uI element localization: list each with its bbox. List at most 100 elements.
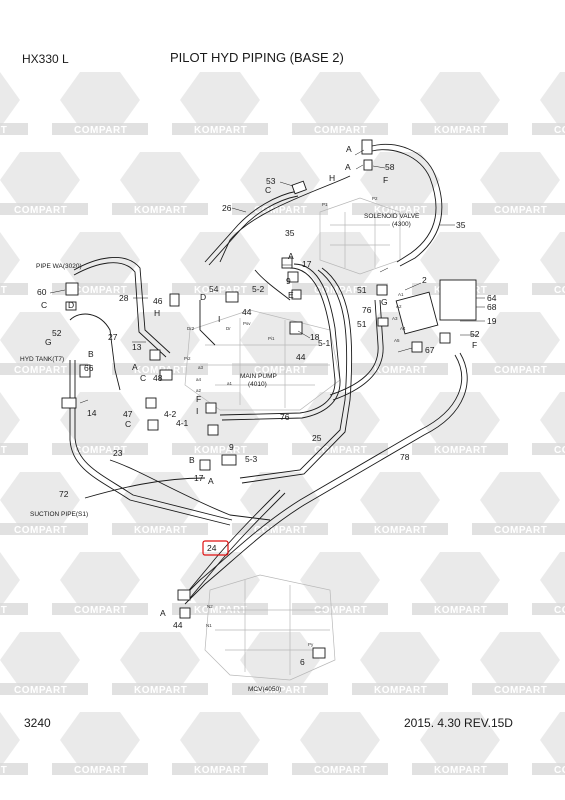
part-callout-48[interactable]: 48 <box>153 373 163 383</box>
part-callout-a[interactable]: A <box>346 144 352 154</box>
watermark-text: KOMPART <box>374 685 427 696</box>
part-callout-b[interactable]: B <box>189 455 195 465</box>
watermark-text: KOMPART <box>374 365 427 376</box>
fittings <box>61 139 477 659</box>
watermark-text: COMPART <box>554 765 565 776</box>
watermark-mark: COMPART <box>472 312 565 376</box>
part-callout-44[interactable]: 44 <box>296 352 306 362</box>
part-callout-67[interactable]: 67 <box>425 345 435 355</box>
watermark-mark: KOMPART <box>172 552 268 616</box>
port-label-dr2: Dr2 <box>187 326 195 331</box>
part-callout-g[interactable]: G <box>45 337 52 347</box>
part-callout-i[interactable]: I <box>196 406 198 416</box>
part-callout-5-3[interactable]: 5-3 <box>245 454 258 464</box>
part-callout-e[interactable]: E <box>288 290 294 300</box>
part-callout-27[interactable]: 27 <box>108 332 118 342</box>
part-callout-54[interactable]: 54 <box>209 284 219 294</box>
watermark-mark: COMPART <box>232 472 328 536</box>
part-callout-9[interactable]: 9 <box>286 276 291 286</box>
part-callout-44[interactable]: 44 <box>173 620 183 630</box>
part-callout-18[interactable]: 18 <box>310 332 320 342</box>
watermark-mark: KOMPART <box>0 232 28 296</box>
watermark-mark: COMPART <box>532 232 565 296</box>
part-callout-46[interactable]: 46 <box>153 296 163 306</box>
part-callout-53[interactable]: 53 <box>266 176 276 186</box>
part-callout-b[interactable]: B <box>88 349 94 359</box>
part-callout-5-2[interactable]: 5-2 <box>252 284 265 294</box>
watermark-mark: COMPART <box>292 72 388 136</box>
part-callout-25[interactable]: 25 <box>312 433 322 443</box>
part-callout-47[interactable]: 47 <box>123 409 133 419</box>
part-callout-76[interactable]: 76 <box>362 305 372 315</box>
watermark-text: COMPART <box>554 445 565 456</box>
port-label-a3: A3 <box>392 316 398 321</box>
watermark-text: KOMPART <box>374 525 427 536</box>
part-callout-9[interactable]: 9 <box>229 442 234 452</box>
watermark-text: COMPART <box>254 685 307 696</box>
watermark-text: COMPART <box>254 525 307 536</box>
part-callout-60[interactable]: 60 <box>37 287 47 297</box>
part-callout-23[interactable]: 23 <box>113 448 123 458</box>
part-callout-h[interactable]: H <box>329 173 335 183</box>
mcv-outline <box>204 574 336 681</box>
watermark-mark: KOMPART <box>0 72 28 136</box>
part-callout-28[interactable]: 28 <box>119 293 129 303</box>
part-callout-78[interactable]: 78 <box>400 452 410 462</box>
part-callout-c[interactable]: C <box>41 300 47 310</box>
part-callout-14[interactable]: 14 <box>87 408 97 418</box>
part-callout-f[interactable]: F <box>196 394 201 404</box>
part-callout-24[interactable]: 24 <box>207 543 217 553</box>
part-callout-5-1[interactable]: 5-1 <box>318 338 331 348</box>
mcv-label: MCV(4050) <box>248 686 281 693</box>
watermark-text: COMPART <box>494 685 547 696</box>
part-callout-66[interactable]: 66 <box>84 363 94 373</box>
part-callout-35[interactable]: 35 <box>456 220 466 230</box>
part-callout-f[interactable]: F <box>383 175 388 185</box>
port-label-a2: A2 <box>396 304 402 309</box>
part-callout-72[interactable]: 72 <box>59 489 69 499</box>
part-callout-52[interactable]: 52 <box>470 329 480 339</box>
part-callout-a[interactable]: A <box>132 362 138 372</box>
part-callout-19[interactable]: 19 <box>487 316 497 326</box>
port-label-py: Py <box>308 642 314 647</box>
watermark-mark: COMPART <box>52 72 148 136</box>
part-callout-a[interactable]: A <box>288 251 294 261</box>
part-callout-17[interactable]: 17 <box>302 259 312 269</box>
callout-24-highlight[interactable] <box>202 540 229 556</box>
port-label-a4: a4 <box>196 377 202 382</box>
part-callout-26[interactable]: 26 <box>222 203 232 213</box>
part-callout-51[interactable]: 51 <box>357 285 367 295</box>
part-callout-2[interactable]: 2 <box>422 275 427 285</box>
part-callout-44[interactable]: 44 <box>242 307 252 317</box>
part-callout-a[interactable]: A <box>208 476 214 486</box>
part-callout-17[interactable]: 17 <box>194 473 204 483</box>
part-callout-6[interactable]: 6 <box>300 657 305 667</box>
part-callout-35[interactable]: 35 <box>285 228 295 238</box>
part-callout-a[interactable]: A <box>345 162 351 172</box>
part-callout-13[interactable]: 13 <box>132 342 142 352</box>
watermark-text: KOMPART <box>134 685 187 696</box>
watermark-mark: COMPART <box>0 472 88 536</box>
part-callout-4-2[interactable]: 4-2 <box>164 409 177 419</box>
part-callout-52[interactable]: 52 <box>52 328 62 338</box>
part-callout-d[interactable]: D <box>200 292 206 302</box>
part-callout-i[interactable]: I <box>218 314 220 324</box>
part-callout-51[interactable]: 51 <box>357 319 367 329</box>
part-callout-d[interactable]: D <box>68 300 74 310</box>
part-callout-h[interactable]: H <box>154 308 160 318</box>
part-callout-76[interactable]: 76 <box>280 412 290 422</box>
part-callout-64[interactable]: 64 <box>487 293 497 303</box>
watermark-mark: KOMPART <box>412 552 508 616</box>
part-callout-4-1[interactable]: 4-1 <box>176 418 189 428</box>
leader-lines <box>49 149 485 404</box>
part-callout-68[interactable]: 68 <box>487 302 497 312</box>
part-callout-a[interactable]: A <box>160 608 166 618</box>
part-callout-c[interactable]: C <box>125 419 131 429</box>
part-callout-c[interactable]: C <box>265 185 271 195</box>
part-callout-f[interactable]: F <box>472 340 477 350</box>
watermark-text: KOMPART <box>134 525 187 536</box>
part-callout-c[interactable]: C <box>140 373 146 383</box>
part-callout-g[interactable]: G <box>381 297 388 307</box>
part-callout-58[interactable]: 58 <box>385 162 395 172</box>
